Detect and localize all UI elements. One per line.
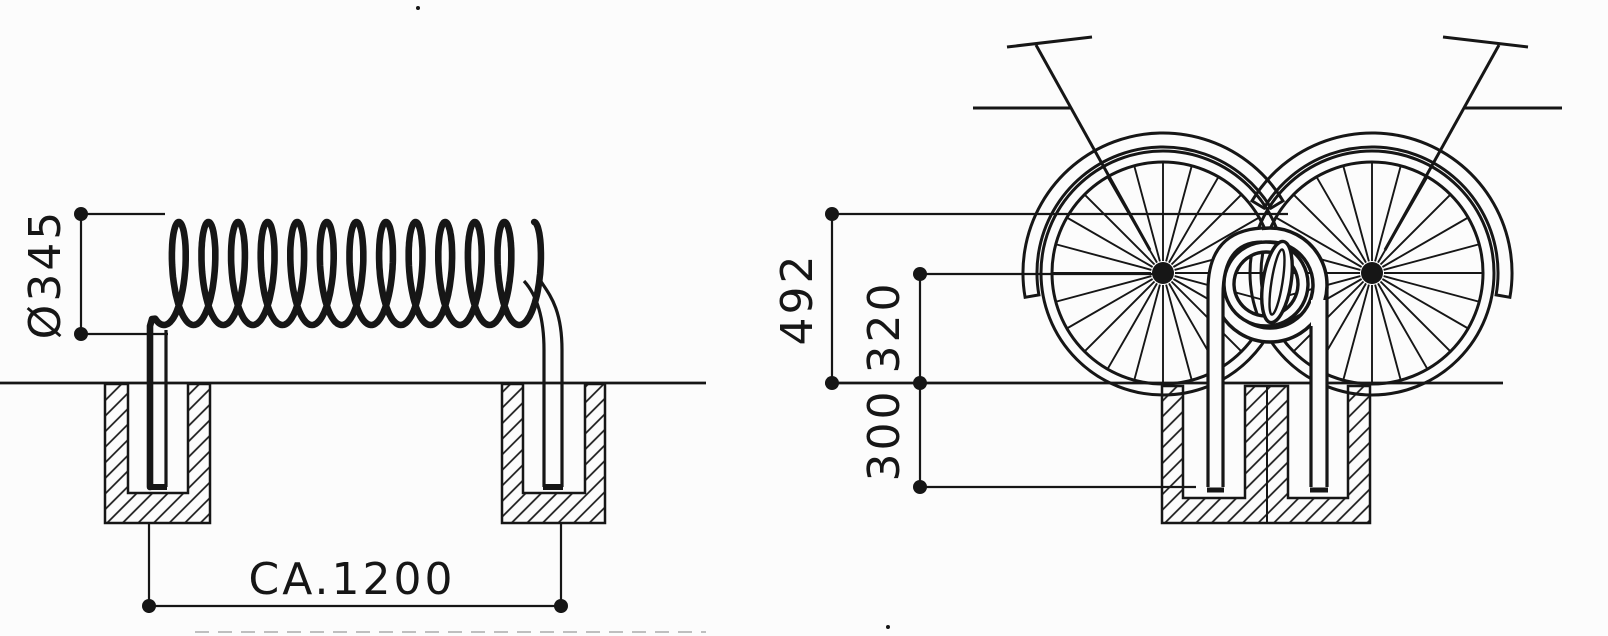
wheel-spoke: [1067, 217, 1154, 268]
right-leg-inner-line: [522, 279, 546, 487]
dimension-foundation-depth: 300: [859, 383, 1196, 494]
dimension-label-overall-length: CA.1200: [248, 554, 455, 605]
wheel-spoke: [1374, 166, 1402, 262]
right-leg-outer-line: [538, 279, 564, 487]
dimension-overall-length: CA.1200: [142, 523, 568, 613]
wheel-spoke: [1379, 280, 1451, 352]
foundation-block-left: [103, 382, 212, 525]
side-elevation-view: [103, 218, 607, 525]
wheel-spoke: [1056, 275, 1152, 303]
dimensions: Ø345 CA.1200 492 320: [20, 207, 1288, 613]
speck-bottom: [886, 625, 890, 629]
dimension-loop-top-height: 492: [772, 207, 1288, 390]
dimension-label-axle-height: 320: [859, 281, 910, 374]
wheel-spoke: [1168, 177, 1219, 264]
end-elevation-view: [973, 35, 1562, 525]
fork-line-left: [1034, 44, 1152, 251]
wheel-spoke: [1293, 280, 1365, 352]
wheel-spoke: [1383, 243, 1479, 271]
wheel-spoke: [1381, 278, 1468, 329]
loop-left-leg-outer: [1206, 226, 1263, 487]
wheel-spoke: [1383, 275, 1479, 303]
wheel-spoke: [1170, 194, 1242, 266]
tire-outer-circle: [1248, 149, 1496, 397]
wheel-spoke: [1342, 284, 1370, 380]
loop-right-leg-fill: [1311, 300, 1327, 487]
wheel-spoke: [1067, 278, 1154, 329]
dimension-label-foundation-depth: 300: [859, 389, 910, 482]
loop-far-turn: [1260, 239, 1294, 325]
wheel-spoke: [1293, 194, 1365, 266]
wheel-spoke: [1165, 284, 1193, 380]
fender-right: [1249, 131, 1514, 300]
handlebar-stub-right: [1442, 35, 1529, 49]
spiral-coil: [146, 218, 545, 491]
wheel-spoke: [1276, 217, 1363, 268]
loop-far-turn-inner: [1268, 248, 1286, 316]
wheel-spoke: [1084, 280, 1156, 352]
wheel-spoke: [1374, 284, 1402, 380]
foundation-block-right: [500, 382, 607, 525]
wheel-spoke: [1342, 166, 1370, 262]
dimension-label-loop-top-height: 492: [772, 253, 823, 346]
scan-artifacts: [195, 6, 890, 633]
handlebar-stub-left: [1006, 35, 1093, 49]
wheel-hub: [1361, 262, 1383, 284]
dimension-label-coil-diameter: Ø345: [20, 209, 71, 340]
dimension-coil-diameter: Ø345: [20, 207, 168, 341]
fender-left: [1021, 131, 1286, 300]
wheel-spoke: [1107, 282, 1158, 369]
wheel-spoke: [1056, 243, 1152, 271]
wheel-spoke: [1170, 280, 1242, 352]
fork-line-right: [1383, 44, 1501, 251]
wheel-spoke: [1084, 194, 1156, 266]
dimension-axle-height: 320: [859, 267, 1170, 390]
wheel-spoke: [1316, 177, 1367, 264]
tire-inner-circle: [1259, 160, 1485, 386]
wheel-spoke: [1379, 194, 1451, 266]
wheel-spoke: [1377, 282, 1428, 369]
wheel-spoke: [1172, 217, 1259, 268]
rack-loop-cross-section: [1206, 226, 1329, 493]
wheel-spoke: [1133, 284, 1161, 380]
wheel-spoke: [1381, 217, 1468, 268]
loop-left-leg-inner: [1221, 240, 1263, 487]
speck-top: [416, 6, 420, 10]
